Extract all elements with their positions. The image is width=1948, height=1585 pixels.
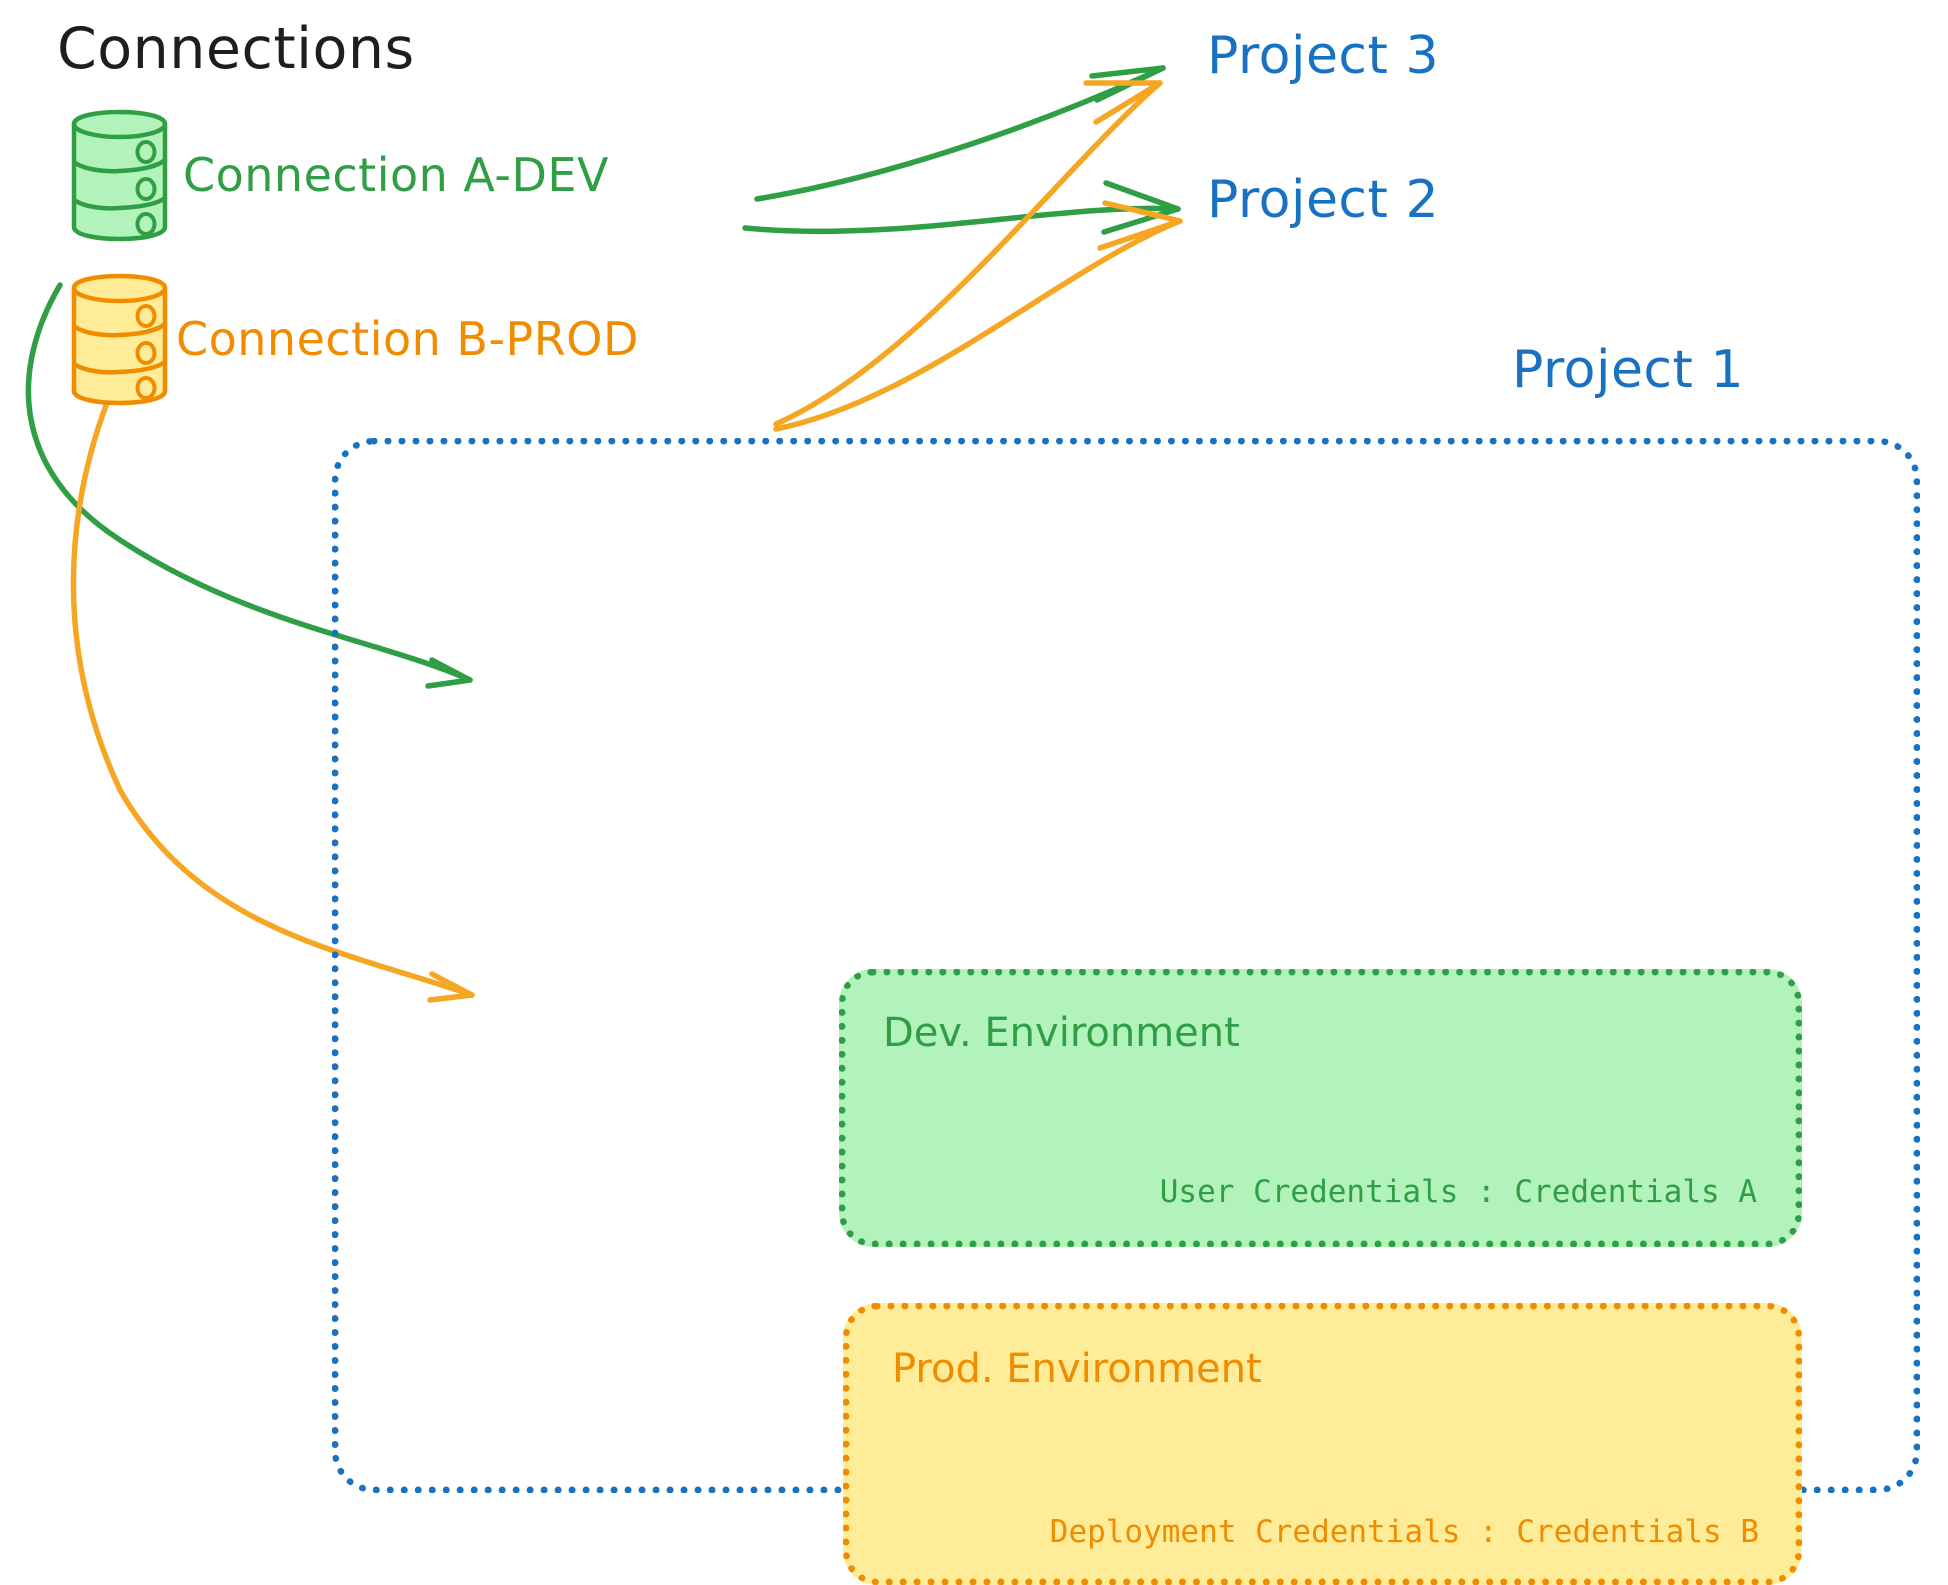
prod-environment-box[interactable]: Prod. Environment Deployment Credentials… bbox=[843, 1303, 1802, 1585]
dev-environment-box[interactable]: Dev. Environment User Credentials : Cred… bbox=[839, 969, 1802, 1247]
project-3-label[interactable]: Project 3 bbox=[1207, 26, 1440, 86]
connection-a-dev-label[interactable]: Connection A-DEV bbox=[183, 148, 609, 202]
project-1-label[interactable]: Project 1 bbox=[1512, 340, 1745, 400]
prod-environment-credentials: Deployment Credentials : Credentials B bbox=[1049, 1514, 1759, 1550]
dev-environment-credentials: User Credentials : Credentials A bbox=[1159, 1174, 1757, 1210]
arrow-conn-b-to-project-3 bbox=[773, 80, 1163, 427]
dev-environment-title: Dev. Environment bbox=[883, 1010, 1240, 1056]
prod-environment-title: Prod. Environment bbox=[892, 1346, 1262, 1392]
arrow-conn-a-to-project-3 bbox=[754, 65, 1166, 202]
arrow-conn-a-to-project-2 bbox=[742, 180, 1181, 235]
database-cylinder-icon-orange bbox=[71, 273, 168, 406]
arrow-conn-b-to-project-2 bbox=[773, 200, 1183, 432]
diagram-canvas: Connections Connection A-DEV Connection … bbox=[25, 16, 1920, 1585]
project-1-container[interactable]: Dev. Environment User Credentials : Cred… bbox=[332, 438, 1920, 1585]
page-title: Connections bbox=[57, 16, 415, 82]
project-2-label[interactable]: Project 2 bbox=[1207, 170, 1440, 230]
database-cylinder-icon-green bbox=[71, 109, 168, 242]
connection-b-prod-label[interactable]: Connection B-PROD bbox=[176, 312, 639, 366]
